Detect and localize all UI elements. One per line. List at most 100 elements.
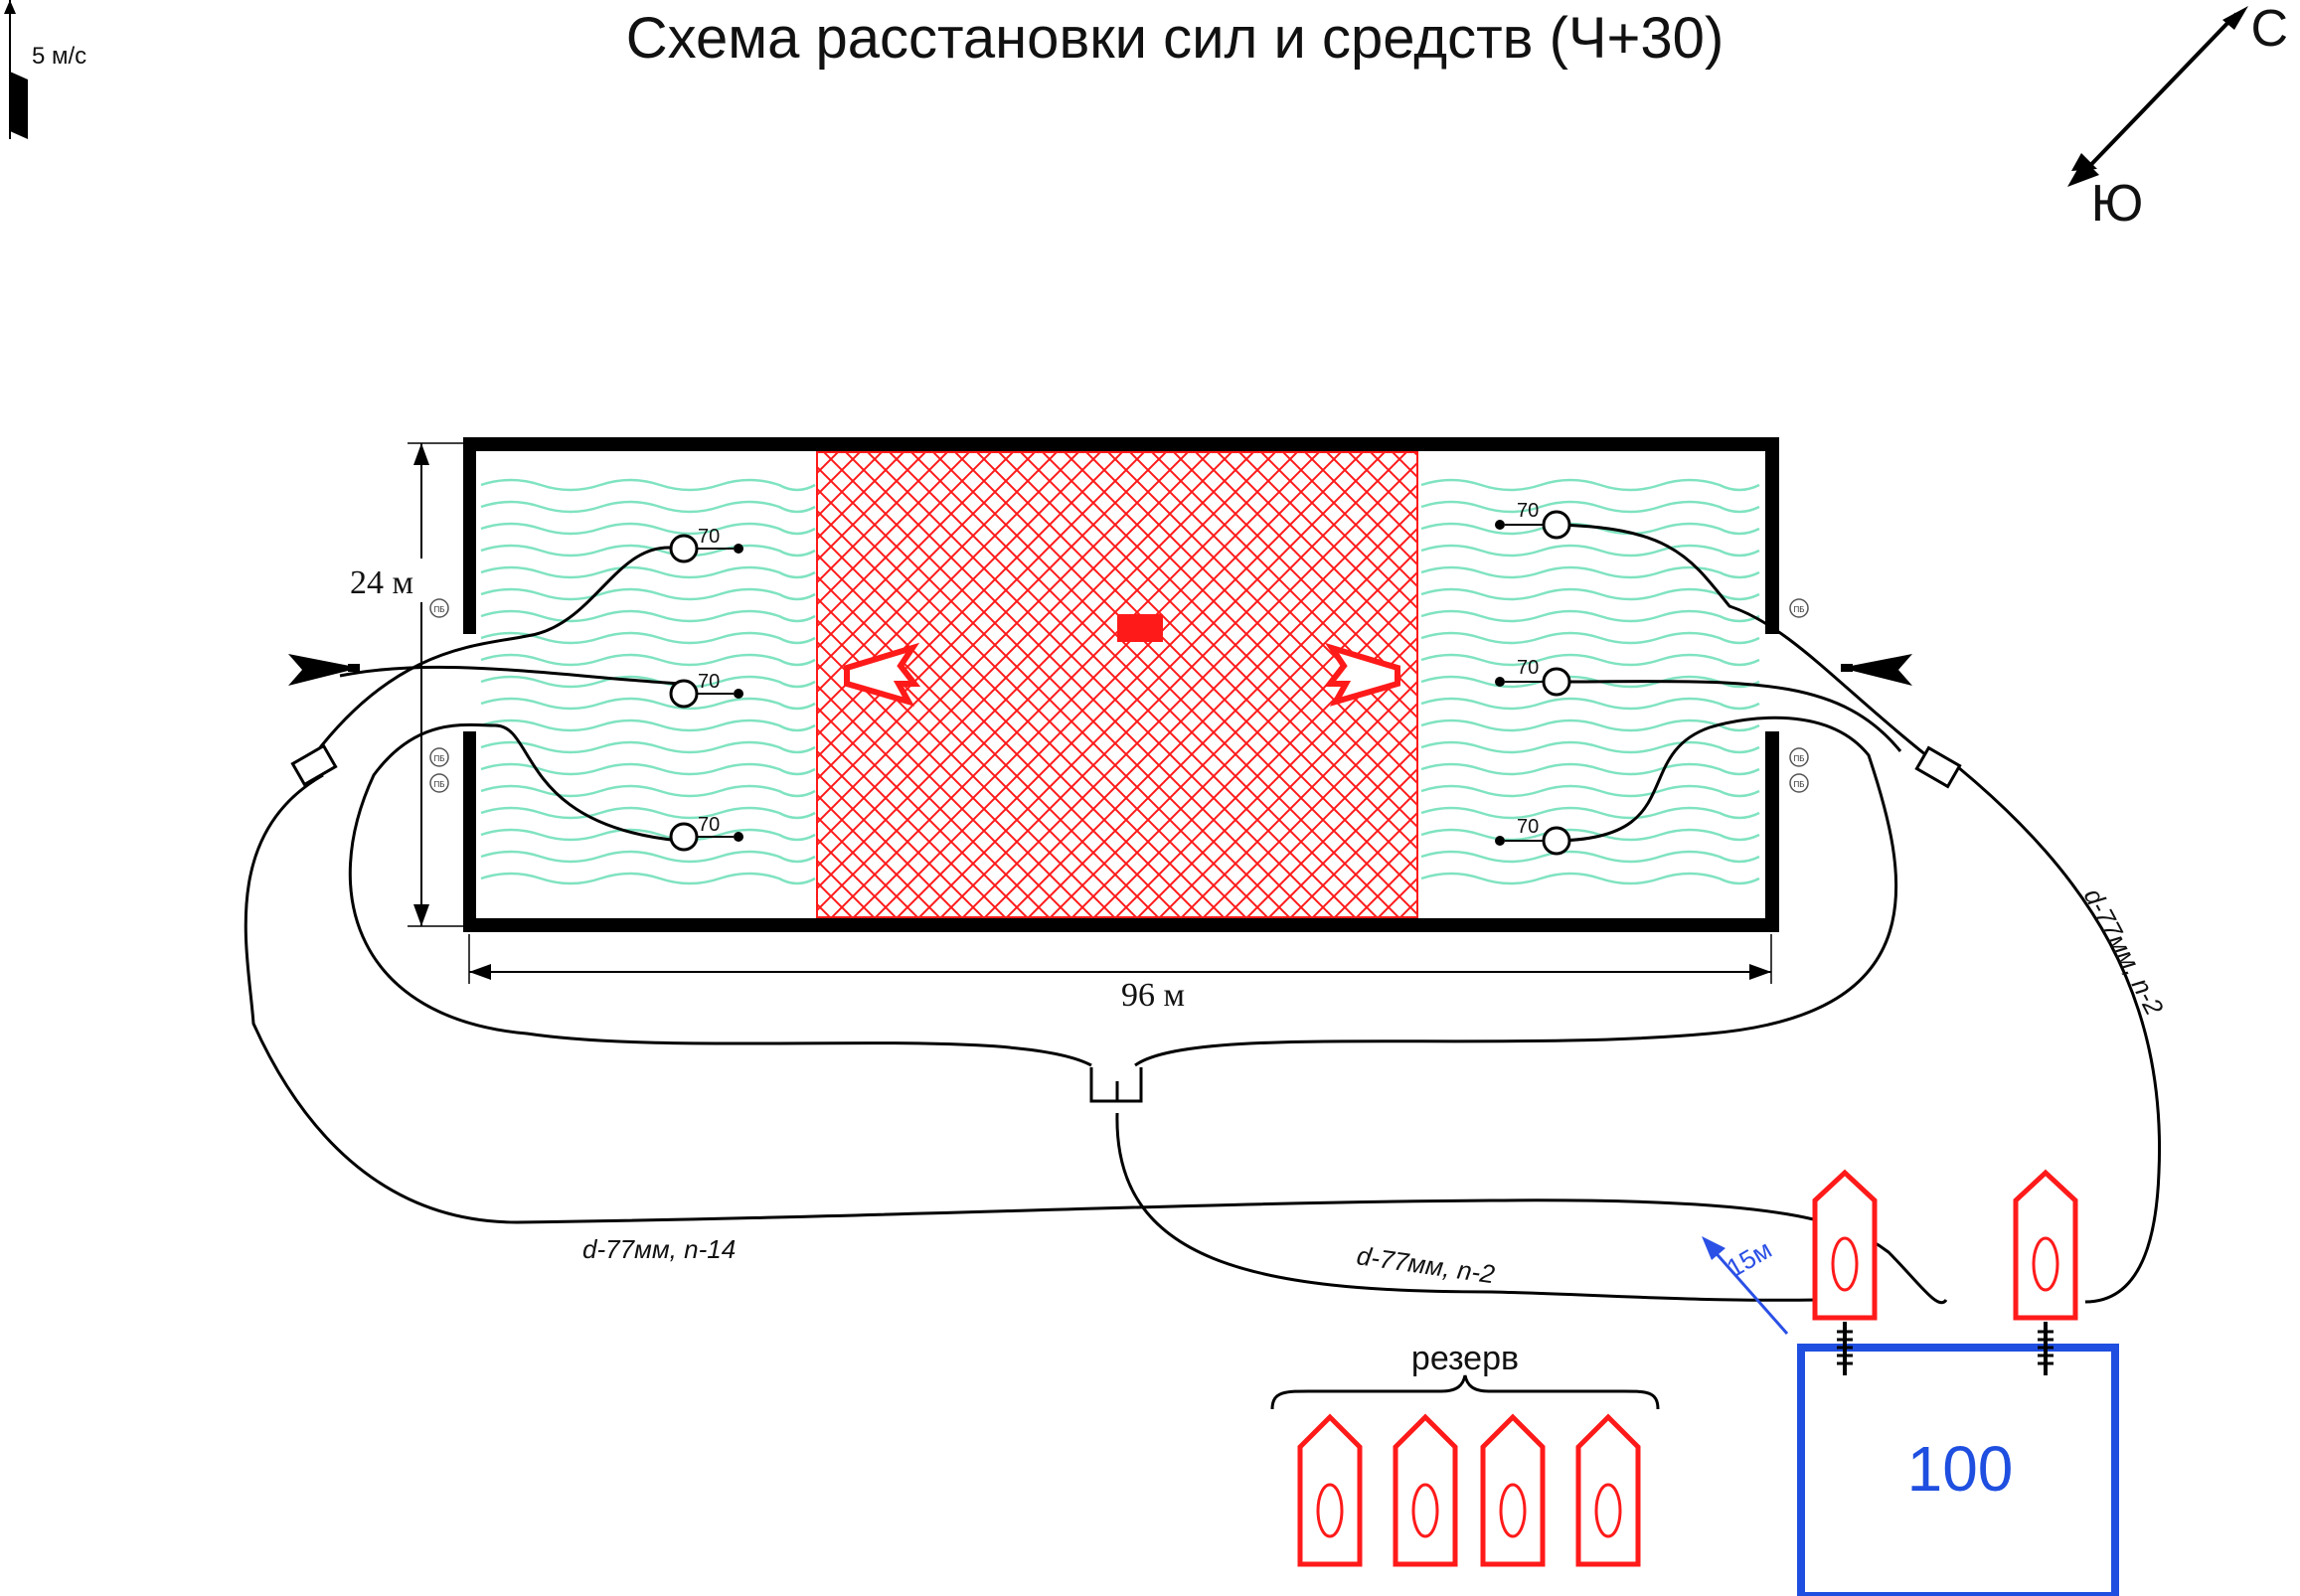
nozzle-label: 70: [1517, 500, 1539, 522]
reserve-vehicles: [1297, 1413, 1641, 1567]
smoke-wave: [480, 653, 816, 667]
height-label: 24 м: [350, 564, 413, 601]
hose-label-main: d-77мм, n-14: [582, 1234, 736, 1264]
hose-line: [1957, 765, 2162, 1304]
smoke-wave: [480, 500, 816, 514]
svg-text:ПБ: ПБ: [434, 780, 445, 789]
smoke-wave: [480, 740, 816, 754]
hydrant-marker: ПБ: [429, 747, 449, 767]
hose-line: [1115, 1112, 1820, 1302]
compass-north-label: С: [2250, 0, 2288, 58]
smoke-wave: [1420, 587, 1760, 601]
hose-label-center: d-77мм, n-2: [1355, 1240, 1497, 1289]
height-dimension: 24 м: [338, 442, 463, 927]
hose-line: [339, 665, 681, 686]
distance-arrow: 15м: [1702, 1234, 1789, 1335]
nozzle-label: 70: [698, 814, 720, 836]
smoke-wave: [1420, 762, 1760, 776]
building-walls: [463, 437, 1779, 932]
smoke-wave: [480, 806, 816, 820]
smoke-wave: [480, 609, 816, 623]
smoke-wave: [1420, 631, 1760, 645]
smoke-wave: [1420, 653, 1760, 667]
hydrant-markers: ПБ ПБ ПБ ПБ ПБ ПБ: [429, 598, 1809, 793]
hydrant-marker: ПБ: [429, 773, 449, 793]
fire-truck-pumper: [1812, 1169, 1878, 1321]
smoke-wave: [1420, 740, 1760, 754]
reserve-brace: [1270, 1374, 1660, 1410]
smoke-wave: [480, 872, 816, 885]
nozzle: 70: [669, 814, 743, 852]
smoke-wave: [1420, 850, 1760, 864]
nozzle-label: 70: [1517, 657, 1539, 679]
smoke-wave: [1420, 784, 1760, 798]
svg-text:ПБ: ПБ: [1794, 780, 1805, 789]
nozzles: 70 70 70 70 70: [669, 500, 1571, 856]
nozzle-label: 70: [698, 526, 720, 548]
entry-arrow-left: [288, 654, 360, 686]
reserve-fire-truck: [1575, 1413, 1641, 1567]
distance-label: 15м: [1722, 1234, 1777, 1283]
smoke-wave: [480, 544, 816, 558]
hose-line: [348, 722, 1092, 1067]
branch-connector-right: [1914, 745, 1962, 789]
suction-lines: [1837, 1322, 2054, 1375]
nozzle-label: 70: [1517, 816, 1539, 838]
fire-spread-arrow-right: [1323, 642, 1400, 707]
hydrant-marker: ПБ: [1789, 598, 1809, 618]
smoke-wave: [480, 762, 816, 776]
smoke-wave: [480, 631, 816, 645]
smoke-wave: [1420, 544, 1760, 558]
hose-line: [1569, 680, 1902, 752]
nozzle: 70: [669, 671, 743, 709]
smoke-wave: [480, 565, 816, 579]
svg-text:ПБ: ПБ: [434, 754, 445, 763]
hydrant-marker: ПБ: [1789, 747, 1809, 767]
nozzle: 70: [1495, 816, 1571, 856]
smoke-wave: [480, 850, 816, 864]
reserve-fire-truck: [1480, 1413, 1546, 1567]
wind-speed-label: 5 м/с: [32, 43, 86, 70]
width-dimension: 96 м: [468, 934, 1772, 1014]
reserve-fire-truck: [1393, 1413, 1458, 1567]
smoke-wave: [480, 478, 816, 492]
width-label: 96 м: [1121, 977, 1185, 1014]
smoke-wave: [1420, 609, 1760, 623]
hydrant-marker: ПБ: [1789, 773, 1809, 793]
smoke-wave: [1420, 478, 1760, 492]
svg-text:ПБ: ПБ: [434, 605, 445, 614]
smoke-wave: [480, 828, 816, 842]
water-source-reservoir: [1797, 1344, 2119, 1596]
hose-line: [1134, 716, 1898, 1067]
fire-origin-marker: [1117, 614, 1163, 642]
smoke-wave: [480, 522, 816, 536]
compass: С Ю: [2067, 0, 2288, 233]
nozzle: 70: [1495, 657, 1571, 697]
smoke-wave: [1420, 697, 1760, 711]
smoke-wave: [480, 697, 816, 711]
smoke-wave: [480, 718, 816, 732]
branch-connector-center: [1089, 1067, 1143, 1103]
smoke-wave: [1420, 806, 1760, 820]
hose-label-right: d-77мм, n-2: [2078, 883, 2170, 1021]
smoke-wave: [480, 784, 816, 798]
water-source-volume: 100: [1907, 1433, 2014, 1505]
page-title: Схема расстановки сил и средств (Ч+30): [626, 6, 1725, 71]
smoke-wave: [1420, 565, 1760, 579]
hose-line: [1552, 523, 1927, 757]
entry-arrow-right: [1841, 654, 1912, 686]
branch-connector-left: [290, 743, 338, 787]
reserve-label: резерв: [1411, 1340, 1519, 1377]
wind-indicator: 5 м/с: [4, 0, 86, 139]
compass-south-label: Ю: [2091, 175, 2144, 233]
hose-line: [312, 546, 681, 756]
nozzle: 70: [1495, 500, 1571, 540]
nozzle: 70: [669, 526, 743, 563]
fire-truck-pumper: [2013, 1169, 2078, 1321]
hydrant-marker: ПБ: [429, 598, 449, 618]
smoke-wave: [1420, 872, 1760, 885]
svg-text:ПБ: ПБ: [1794, 754, 1805, 763]
fire-spread-arrow-left: [844, 642, 921, 707]
smoke-wave: [480, 587, 816, 601]
svg-text:ПБ: ПБ: [1794, 605, 1805, 614]
